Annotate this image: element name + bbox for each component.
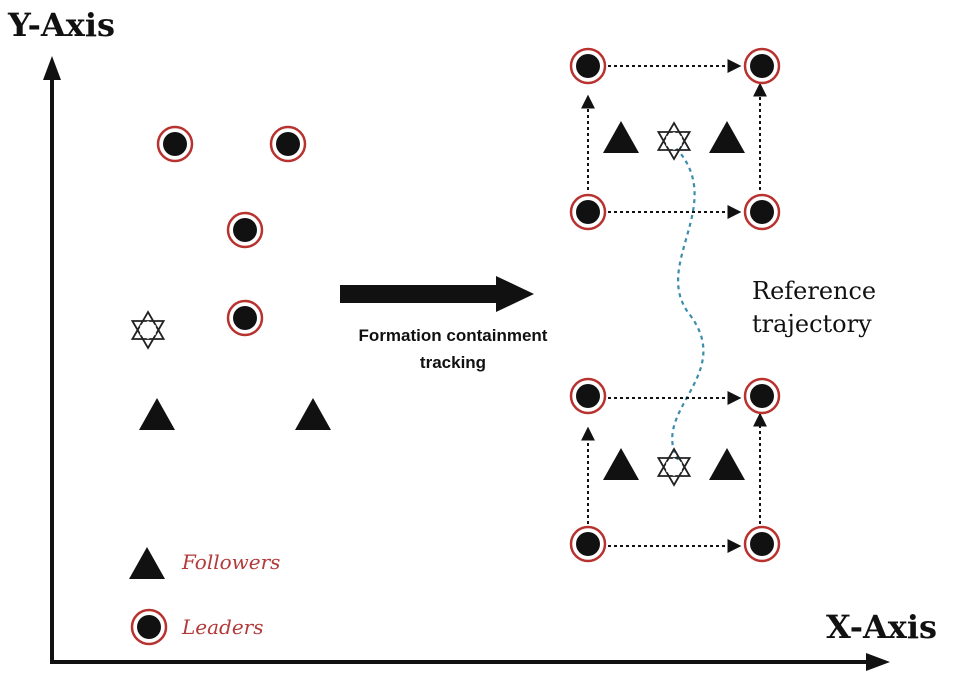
reference-trajectory-label-line2: trajectory [752, 310, 872, 338]
transition-caption-line2: tracking [420, 353, 486, 372]
transition-arrow-shaft [340, 285, 500, 303]
leader-marker [743, 377, 781, 415]
legend: Followers Leaders [129, 547, 280, 646]
lower-formation [569, 377, 781, 563]
transition-arrow-head [496, 276, 534, 312]
follower-marker [709, 448, 745, 480]
leader-marker [743, 47, 781, 85]
leader-marker [743, 193, 781, 231]
target-star-icon [657, 122, 691, 160]
follower-marker [709, 121, 745, 153]
transition-arrow: Formation containment tracking [340, 276, 548, 372]
target-star-icon [657, 448, 691, 486]
leader-marker [226, 211, 264, 249]
upper-formation [569, 47, 781, 231]
reference-trajectory-label-line1: Reference [752, 277, 876, 305]
target-star-icon [131, 311, 165, 349]
leader-marker [569, 47, 607, 85]
leader-marker [569, 193, 607, 231]
transition-caption-line1: Formation containment [359, 326, 548, 345]
follower-marker [603, 121, 639, 153]
x-axis-arrowhead [866, 653, 890, 671]
leader-marker [569, 377, 607, 415]
initial-configuration [131, 125, 331, 430]
x-axis-label: X-Axis [826, 608, 937, 646]
follower-marker [295, 398, 331, 430]
reference-trajectory-curve [671, 147, 705, 461]
leader-marker [156, 125, 194, 163]
legend-leader-icon [130, 608, 168, 646]
legend-followers-label: Followers [181, 550, 280, 574]
y-axis-arrowhead [43, 56, 61, 80]
coordinate-axes: Y-Axis X-Axis [7, 6, 937, 671]
leader-marker [226, 299, 264, 337]
y-axis-label: Y-Axis [7, 6, 115, 44]
follower-marker [139, 398, 175, 430]
legend-follower-icon [129, 547, 165, 579]
leader-marker [743, 525, 781, 563]
legend-leaders-label: Leaders [181, 615, 264, 639]
leader-marker [569, 525, 607, 563]
follower-marker [603, 448, 639, 480]
leader-marker [269, 125, 307, 163]
